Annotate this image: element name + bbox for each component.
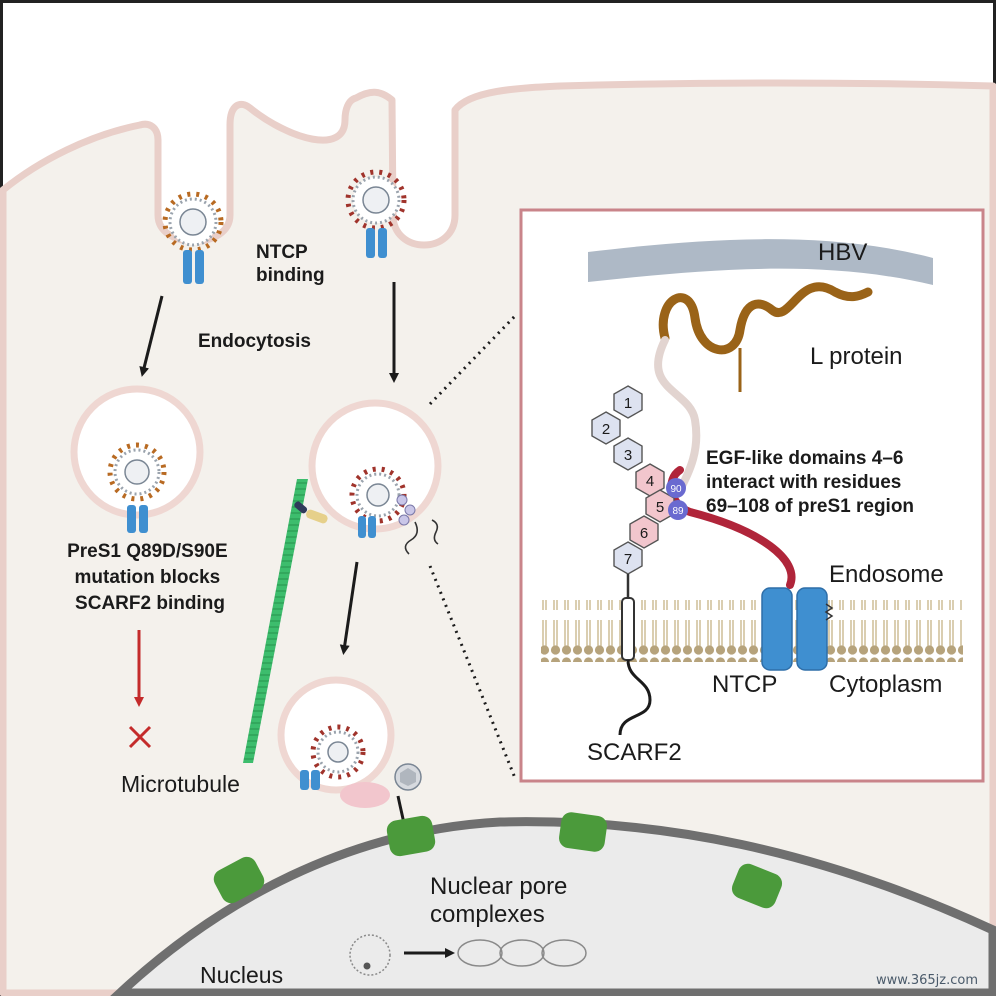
mutation-label: PreS1 Q89D/S90E mutation blocks SCARF2 b… xyxy=(67,541,233,614)
ntcp-binding-label: NTCP binding xyxy=(256,242,325,286)
svg-text:3: 3 xyxy=(624,447,632,464)
endosome-right xyxy=(308,399,442,555)
svg-text:1: 1 xyxy=(624,395,632,412)
hbv-label: HBV xyxy=(818,239,867,266)
egf-interaction-label: EGF-like domains 4–6 interact with resid… xyxy=(706,448,914,517)
motor-protein xyxy=(294,501,328,524)
scarf2-domain-3: 3 xyxy=(613,437,643,471)
endocytosis-label: Endocytosis xyxy=(198,331,311,352)
scarf2-domain-2: 2 xyxy=(591,411,621,445)
arrow-endocytosis-left xyxy=(139,295,164,377)
scarf2-tail xyxy=(618,659,652,736)
ntcp-label: NTCP xyxy=(712,671,777,698)
released-capsid xyxy=(394,763,422,791)
virion-budding-right xyxy=(345,169,407,258)
hbv-envelope xyxy=(588,239,933,285)
microtubule xyxy=(243,479,308,763)
svg-text:90: 90 xyxy=(670,484,682,495)
scarf2-domain-1: 1 xyxy=(613,385,643,419)
endosome-lower xyxy=(277,676,395,808)
preS1-region xyxy=(654,336,701,494)
residue-90: 90 xyxy=(666,478,686,498)
ntcp-transporter xyxy=(761,587,834,671)
svg-text:5: 5 xyxy=(656,499,664,516)
scarf2-label: SCARF2 xyxy=(587,739,682,766)
cccDNA-conversion xyxy=(349,934,587,976)
l-protein-label: L protein xyxy=(810,343,903,370)
inset-panel: HBV L protein 1 2 3 4 5 6 xyxy=(519,208,985,783)
block-x-icon xyxy=(128,725,152,749)
lipid-bilayer xyxy=(541,600,963,662)
virion-budding-left xyxy=(162,191,224,284)
scarf2-transmembrane xyxy=(621,597,635,661)
svg-text:6: 6 xyxy=(640,525,648,542)
svg-text:4: 4 xyxy=(646,473,654,490)
svg-text:7: 7 xyxy=(624,551,632,568)
residue-89: 89 xyxy=(668,500,688,520)
scarf2-domain-7: 7 xyxy=(613,541,643,575)
nucleus-label: Nucleus xyxy=(200,962,283,988)
nuclear-pore-complex xyxy=(213,812,783,909)
cytoplasm-label: Cytoplasm xyxy=(829,671,942,698)
endosome-label: Endosome xyxy=(829,561,944,588)
l-protein xyxy=(658,282,873,355)
microtubule-label: Microtubule xyxy=(121,771,240,797)
scarf2-domain-5: 5 xyxy=(645,489,675,523)
watermark: www.365jz.com xyxy=(876,973,978,988)
scarf2-domain-6: 6 xyxy=(629,515,659,549)
arrow-trafficking xyxy=(339,561,359,655)
zoom-line-bottom xyxy=(428,565,517,779)
nucleus xyxy=(110,817,996,996)
svg-text:89: 89 xyxy=(672,506,684,517)
endosome-left xyxy=(70,385,204,533)
nuclear-pore-label: Nuclear pore complexes xyxy=(430,873,574,928)
svg-text:2: 2 xyxy=(602,421,610,438)
